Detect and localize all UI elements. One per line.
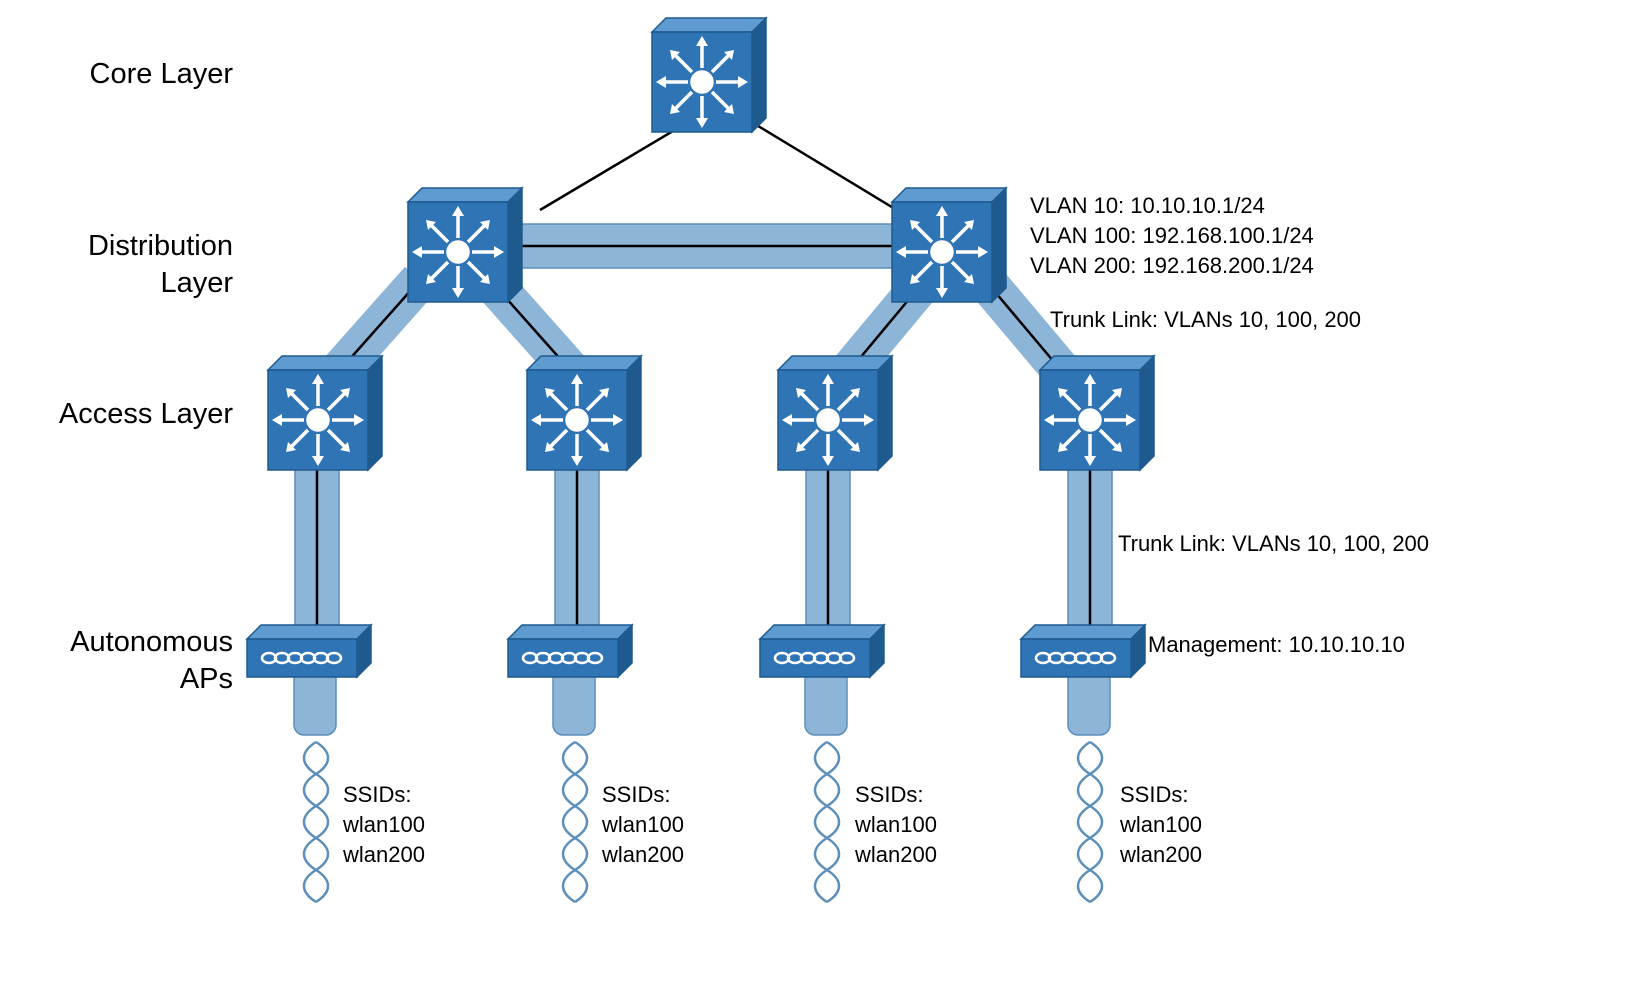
access-ap-trunks [294, 454, 1113, 636]
multilayer-switch-icon [890, 186, 1008, 304]
ssid-label-1: SSIDs: wlan100 wlan200 [342, 782, 425, 867]
distribution-layer-label: Distribution [88, 230, 233, 262]
distribution-switch-left [406, 186, 524, 304]
access-switch-4 [1038, 354, 1156, 472]
multilayer-switch-icon [406, 186, 524, 304]
wireless-signal-icon [813, 740, 841, 904]
management-annotation: Management: 10.10.10.10 [1148, 632, 1405, 657]
ssid-name: wlan100 [854, 812, 937, 837]
wireless-signal-icon [1076, 740, 1104, 904]
ssid-name: wlan100 [601, 812, 684, 837]
access-point-1 [245, 623, 373, 679]
access-switch-1 [266, 354, 384, 472]
vlan100-annotation: VLAN 100: 192.168.100.1/24 [1030, 223, 1314, 248]
access-point-icon [758, 623, 886, 679]
ssid-heading: SSIDs: [343, 782, 411, 807]
ap-antenna-stubs [293, 664, 1111, 736]
core-layer-label: Core Layer [90, 58, 234, 90]
ssid-heading: SSIDs: [855, 782, 923, 807]
access-point-2 [506, 623, 634, 679]
autonomous-aps-label: Autonomous [70, 626, 233, 658]
trunk-link-annotation-lower: Trunk Link: VLANs 10, 100, 200 [1118, 531, 1429, 556]
access-switch-2 [525, 354, 643, 472]
ssid-name: wlan100 [342, 812, 425, 837]
access-layer-label: Access Layer [59, 398, 233, 430]
access-point-icon [1019, 623, 1147, 679]
ssid-name: wlan200 [854, 842, 937, 867]
ssid-name: wlan100 [1119, 812, 1202, 837]
access-point-icon [245, 623, 373, 679]
ssid-heading: SSIDs: [1120, 782, 1188, 807]
ssid-name: wlan200 [1119, 842, 1202, 867]
wireless-signal-icon [561, 740, 589, 904]
distribution-switch-right [890, 186, 1008, 304]
access-point-3 [758, 623, 886, 679]
multilayer-switch-icon [1038, 354, 1156, 472]
multilayer-switch-icon [266, 354, 384, 472]
access-switch-3 [776, 354, 894, 472]
ssid-label-3: SSIDs: wlan100 wlan200 [854, 782, 937, 867]
multilayer-switch-icon [650, 16, 768, 134]
ssid-label-2: SSIDs: wlan100 wlan200 [601, 782, 684, 867]
vlan10-annotation: VLAN 10: 10.10.10.1/24 [1030, 193, 1265, 218]
distribution-trunk [509, 223, 911, 269]
ssid-label-4: SSIDs: wlan100 wlan200 [1119, 782, 1202, 867]
core-switch [650, 16, 768, 134]
autonomous-aps-label-2: APs [180, 663, 233, 695]
distribution-layer-label-2: Layer [160, 267, 233, 299]
access-point-icon [506, 623, 634, 679]
ssid-name: wlan200 [342, 842, 425, 867]
wireless-signal-icon [302, 740, 330, 904]
vlan200-annotation: VLAN 200: 192.168.200.1/24 [1030, 253, 1314, 278]
ssid-name: wlan200 [601, 842, 684, 867]
multilayer-switch-icon [776, 354, 894, 472]
access-point-4 [1019, 623, 1147, 679]
multilayer-switch-icon [525, 354, 643, 472]
ssid-heading: SSIDs: [602, 782, 670, 807]
trunk-link-annotation-upper: Trunk Link: VLANs 10, 100, 200 [1050, 307, 1361, 332]
